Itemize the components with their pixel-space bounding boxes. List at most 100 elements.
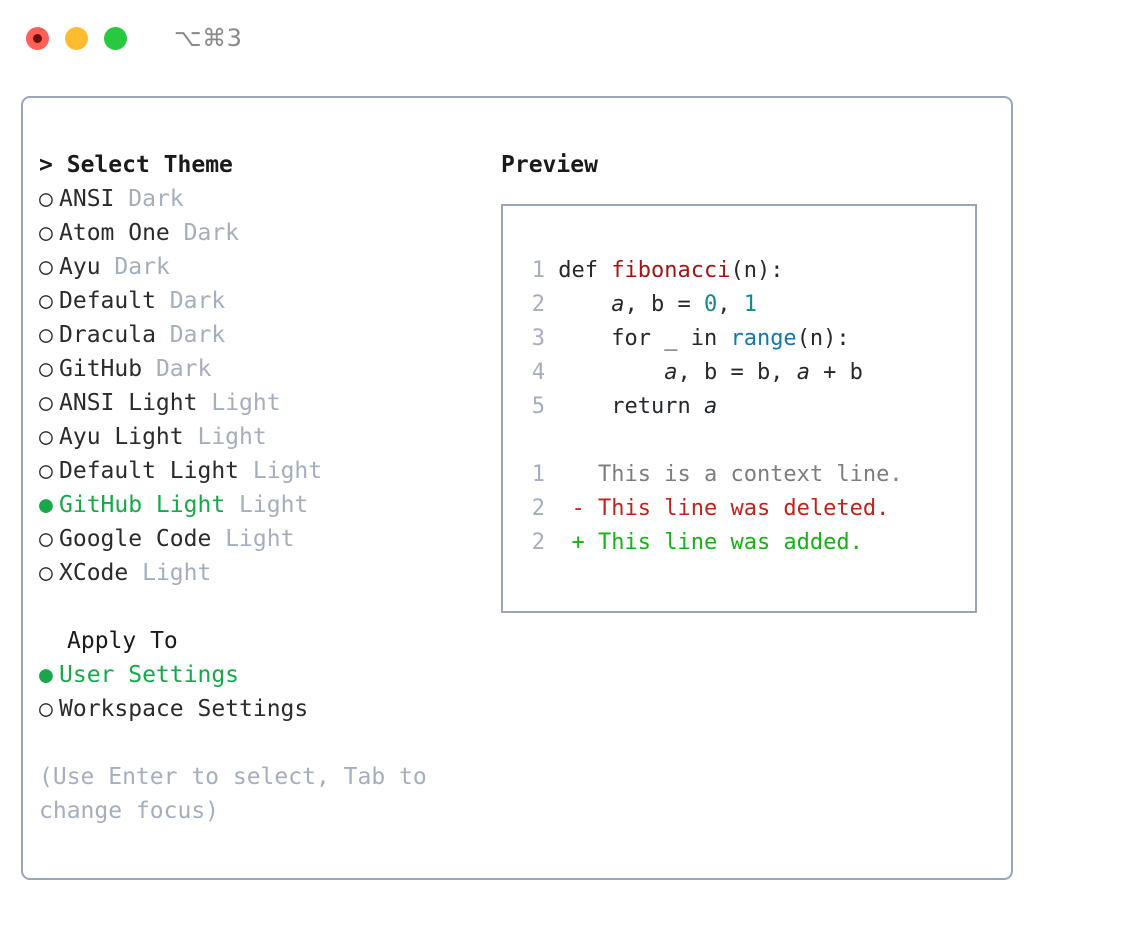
theme-option-github[interactable]: ○GitHub Dark bbox=[39, 352, 499, 386]
code-line: 5 return a bbox=[523, 390, 975, 424]
code-token: a bbox=[796, 360, 810, 385]
code-line: 1 def fibonacci(n): bbox=[523, 254, 975, 288]
spacer bbox=[523, 424, 975, 458]
code-token: 1 bbox=[743, 292, 757, 317]
theme-option-label: ANSI bbox=[59, 186, 115, 212]
theme-option-ayu-light[interactable]: ○Ayu Light Light bbox=[39, 420, 499, 454]
theme-option-default-light[interactable]: ○Default Light Light bbox=[39, 454, 499, 488]
theme-option-label: GitHub bbox=[59, 356, 143, 382]
radio-unselected-icon: ○ bbox=[39, 424, 53, 450]
theme-option-ansi[interactable]: ○ANSI Dark bbox=[39, 182, 499, 216]
select-theme-heading-label: Select Theme bbox=[66, 152, 233, 178]
theme-option-label: XCode bbox=[59, 560, 129, 586]
minimize-button[interactable] bbox=[65, 26, 88, 50]
line-number: 5 bbox=[531, 394, 545, 419]
window-controls bbox=[26, 26, 127, 50]
code-token: range bbox=[730, 326, 797, 351]
radio-unselected-icon: ○ bbox=[39, 288, 53, 314]
apply-to-option-user-settings[interactable]: ●User Settings bbox=[39, 658, 499, 692]
keyboard-shortcut-label: ⌥⌘3 bbox=[174, 24, 243, 52]
theme-option-label: ANSI Light bbox=[59, 390, 198, 416]
theme-variant-tag: Dark bbox=[183, 220, 240, 246]
theme-variant-tag: Light bbox=[211, 390, 281, 416]
diff-line-deleted: 2 - This line was deleted. bbox=[523, 492, 975, 526]
theme-option-atom-one[interactable]: ○Atom One Dark bbox=[39, 216, 499, 250]
diff-marker: - bbox=[571, 496, 585, 521]
theme-variant-tag: Light bbox=[197, 424, 267, 450]
theme-option-ansi-light[interactable]: ○ANSI Light Light bbox=[39, 386, 499, 420]
diff-text: This line was deleted. bbox=[598, 496, 890, 521]
radio-unselected-icon: ○ bbox=[39, 458, 53, 484]
theme-option-label: Default Light bbox=[59, 458, 240, 484]
theme-variant-tag: Light bbox=[142, 560, 212, 586]
code-token: a bbox=[703, 394, 718, 419]
line-number: 2 bbox=[531, 496, 545, 521]
theme-variant-tag: Dark bbox=[155, 356, 212, 382]
theme-picker-column: > Select Theme ○ANSI Dark○Atom One Dark○… bbox=[39, 148, 499, 828]
diff-text: This is a context line. bbox=[598, 462, 903, 487]
diff-line-added: 2 + This line was added. bbox=[523, 526, 975, 560]
radio-unselected-icon: ○ bbox=[39, 322, 53, 348]
radio-unselected-icon: ○ bbox=[39, 356, 53, 382]
close-button[interactable] bbox=[26, 26, 49, 50]
diff-line-context: 1 This is a context line. bbox=[523, 458, 975, 492]
radio-selected-icon: ● bbox=[39, 492, 53, 518]
diff-text: This line was added. bbox=[598, 530, 863, 555]
code-line: 4 a, b = b, a + b bbox=[523, 356, 975, 390]
radio-unselected-icon: ○ bbox=[39, 526, 53, 552]
radio-unselected-icon: ○ bbox=[39, 254, 53, 280]
theme-option-label: Ayu bbox=[59, 254, 101, 280]
apply-to-list: ●User Settings○Workspace Settings bbox=[39, 658, 499, 726]
code-token: (n): bbox=[730, 258, 784, 283]
apply-to-heading: Apply To bbox=[67, 628, 178, 654]
theme-variant-tag: Light bbox=[239, 492, 309, 518]
theme-option-ayu[interactable]: ○Ayu Dark bbox=[39, 250, 499, 284]
theme-option-default[interactable]: ○Default Dark bbox=[39, 284, 499, 318]
radio-unselected-icon: ○ bbox=[39, 390, 53, 416]
theme-option-dracula[interactable]: ○Dracula Dark bbox=[39, 318, 499, 352]
preview-column: Preview 1 def fibonacci(n):2 a, b = 0, 1… bbox=[501, 148, 1001, 613]
theme-option-label: Dracula bbox=[59, 322, 156, 348]
code-token: , b = b, bbox=[677, 360, 797, 385]
line-number: 3 bbox=[531, 326, 545, 351]
theme-option-label: Default bbox=[59, 288, 156, 314]
prompt-caret-icon: > bbox=[39, 152, 53, 178]
line-number: 2 bbox=[531, 292, 545, 317]
radio-selected-icon: ● bbox=[39, 662, 53, 688]
line-number: 1 bbox=[531, 462, 545, 487]
radio-unselected-icon: ○ bbox=[39, 186, 53, 212]
main-panel: > Select Theme ○ANSI Dark○Atom One Dark○… bbox=[21, 96, 1013, 880]
select-theme-heading: > Select Theme bbox=[39, 148, 499, 182]
code-token: , b = bbox=[624, 292, 704, 317]
code-token: a bbox=[664, 360, 678, 385]
diff-marker: + bbox=[571, 530, 585, 555]
maximize-button[interactable] bbox=[104, 26, 127, 50]
diff-sample: 1 This is a context line.2 - This line w… bbox=[523, 458, 975, 560]
code-token: fibonacci bbox=[611, 258, 731, 283]
code-token: 0 bbox=[703, 292, 718, 317]
code-token: for _ in bbox=[611, 326, 731, 351]
theme-variant-tag: Dark bbox=[114, 254, 170, 280]
theme-option-label: GitHub Light bbox=[59, 492, 226, 518]
line-number: 1 bbox=[531, 258, 545, 283]
theme-list: ○ANSI Dark○Atom One Dark○Ayu Dark○Defaul… bbox=[39, 182, 499, 590]
code-token: + b bbox=[809, 360, 863, 385]
theme-option-google-code[interactable]: ○Google Code Light bbox=[39, 522, 499, 556]
keyboard-hint-text: (Use Enter to select, Tab to change focu… bbox=[39, 764, 427, 824]
theme-option-label: Google Code bbox=[59, 526, 212, 552]
title-bar: ⌥⌘3 bbox=[0, 0, 1140, 76]
code-token: a bbox=[611, 292, 625, 317]
line-number: 4 bbox=[531, 360, 545, 385]
code-token: (n): bbox=[796, 326, 850, 351]
code-token: , bbox=[717, 292, 744, 317]
code-line: 2 a, b = 0, 1 bbox=[523, 288, 975, 322]
code-token: return bbox=[611, 394, 704, 419]
apply-to-option-workspace-settings[interactable]: ○Workspace Settings bbox=[39, 692, 499, 726]
theme-option-xcode[interactable]: ○XCode Light bbox=[39, 556, 499, 590]
theme-option-github-light[interactable]: ●GitHub Light Light bbox=[39, 488, 499, 522]
theme-variant-tag: Light bbox=[225, 526, 295, 552]
theme-variant-tag: Dark bbox=[128, 186, 184, 212]
theme-option-label: Ayu Light bbox=[59, 424, 184, 450]
